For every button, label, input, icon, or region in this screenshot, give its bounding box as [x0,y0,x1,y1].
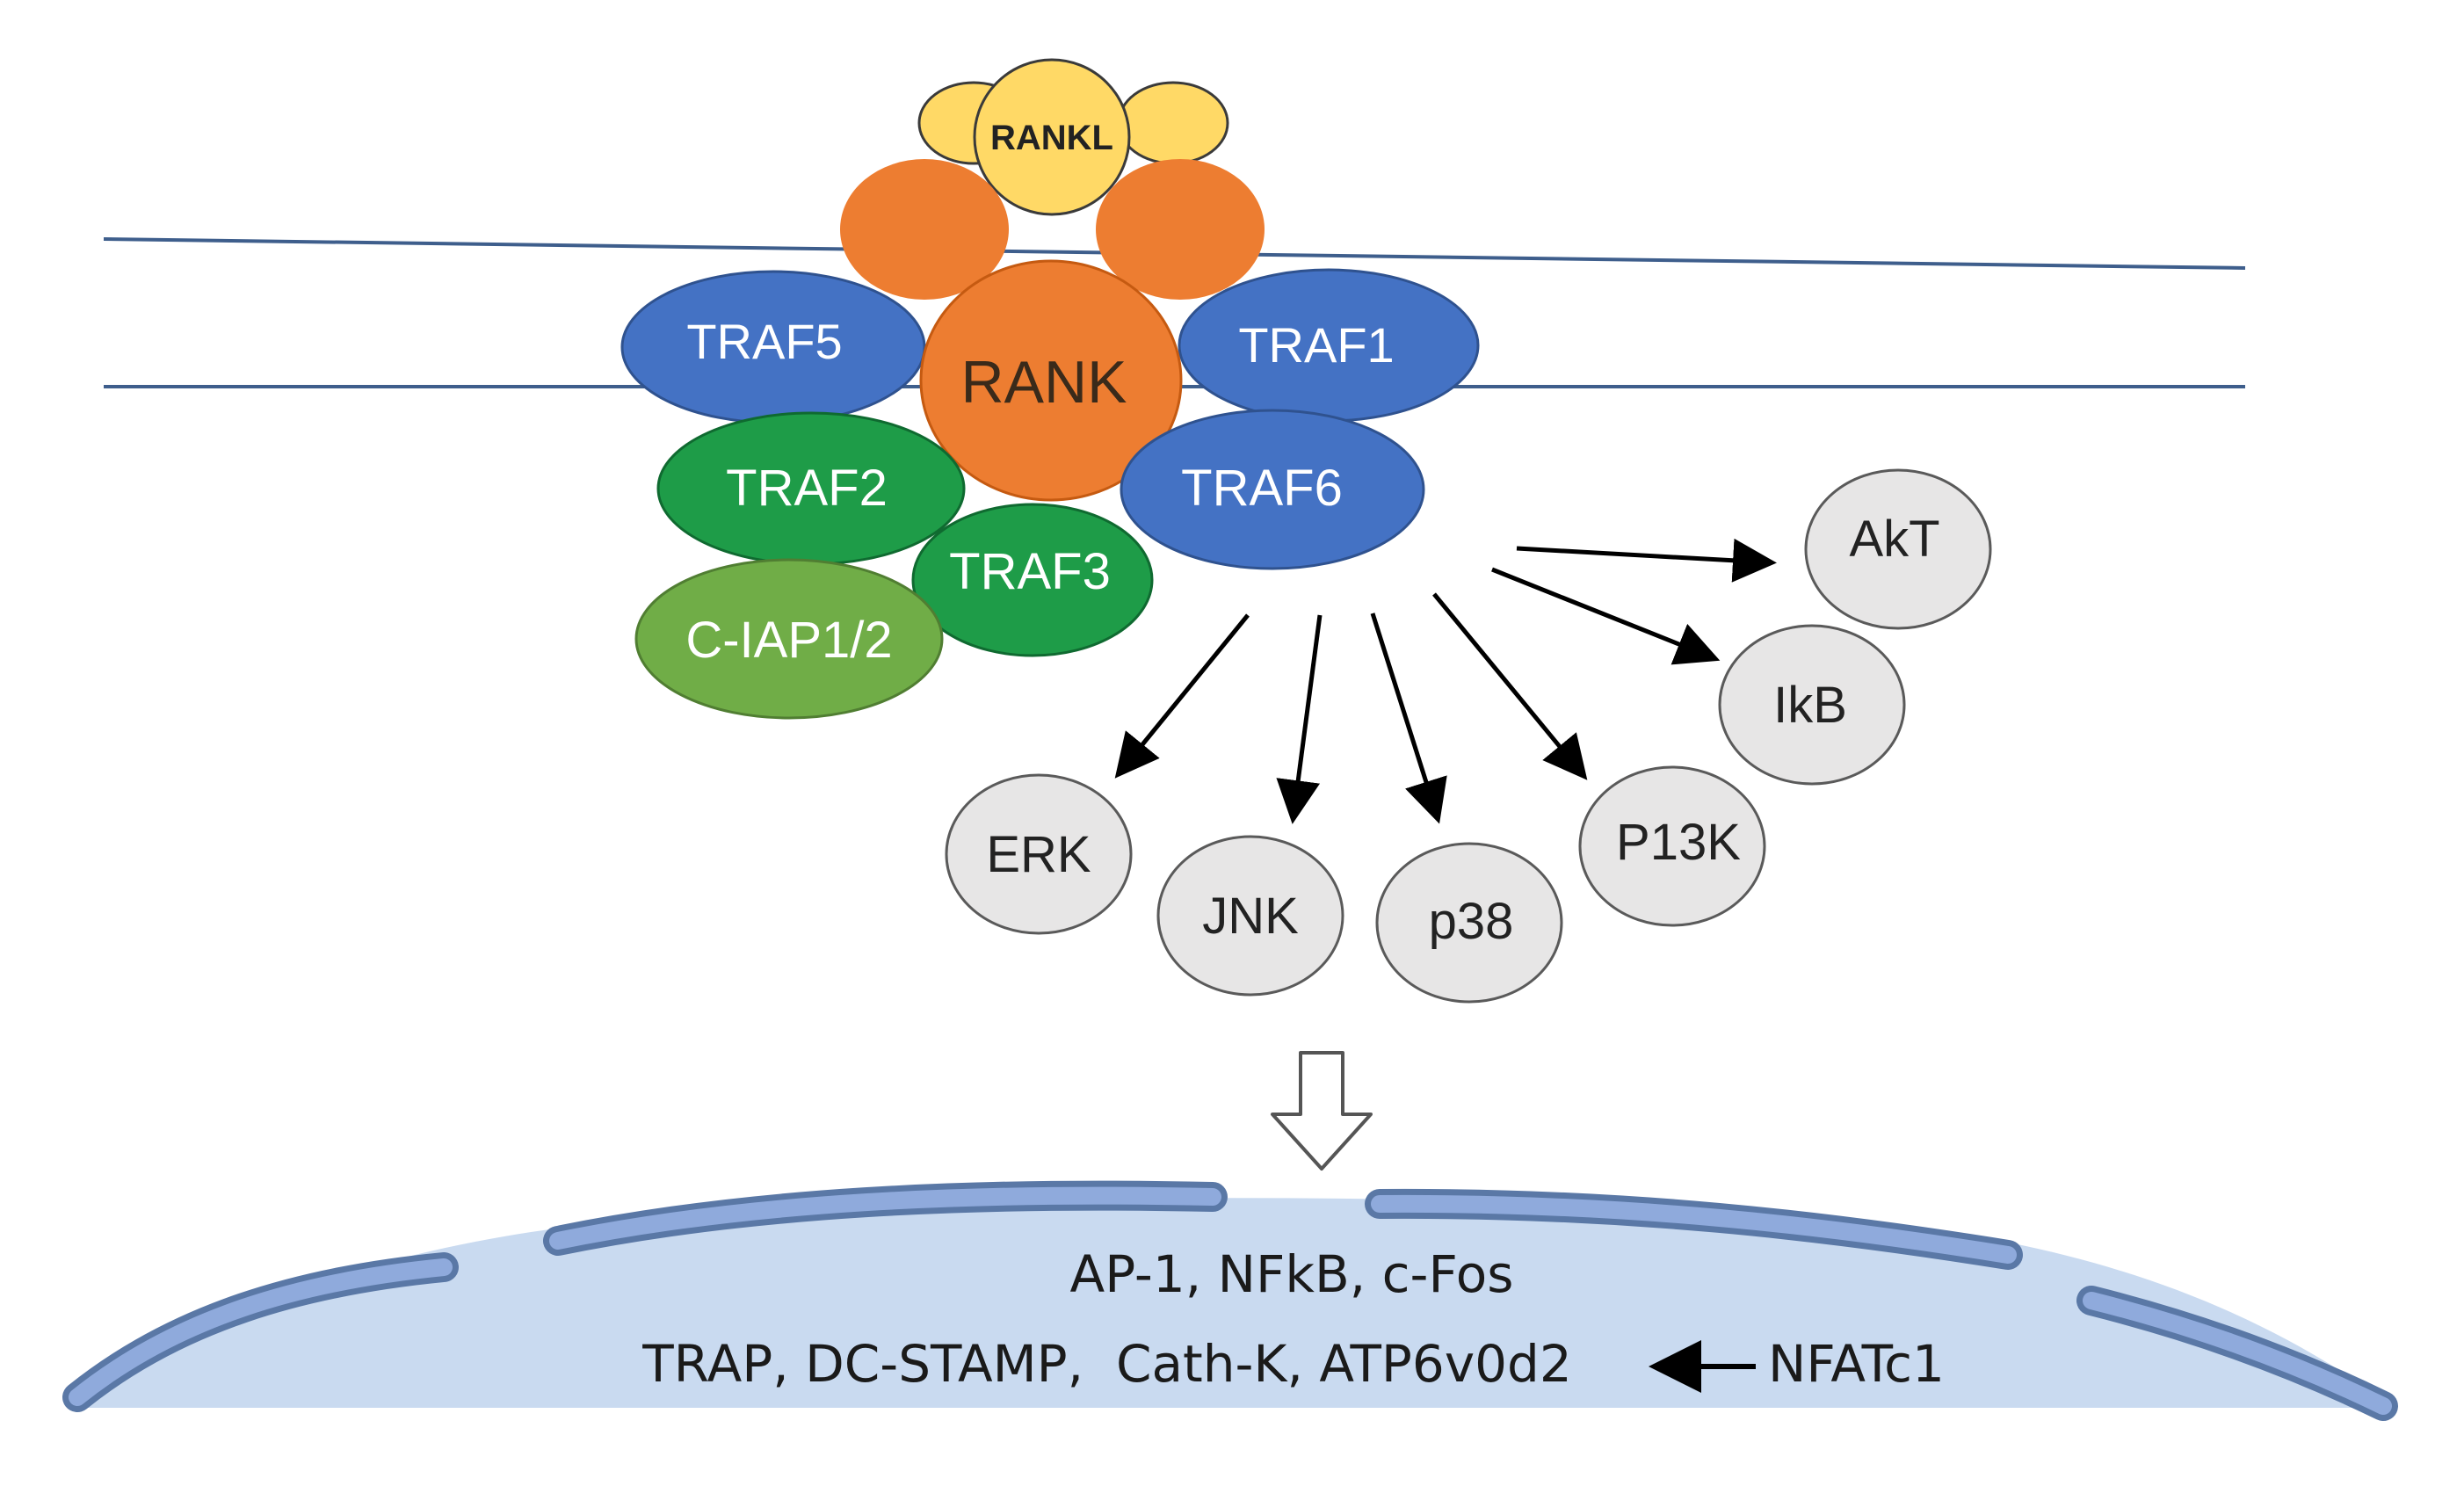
nuclear-envelope-mid-right-inner [1371,1194,2017,1264]
target-genes-text: TRAP, DC-STAMP, Cath-K, ATP6v0d2 [641,1334,1572,1394]
nucleus-body [75,1198,2395,1408]
akt-node [1804,468,1992,630]
ikb-node [1718,624,1906,786]
traf6-label: TRAF6 [1181,460,1343,517]
jnk-node [1156,835,1344,997]
arrow-to-ikb [1491,567,1721,665]
nfatc1-text: NFATc1 [1768,1334,1945,1394]
nuclear-envelope-mid-left-inner [549,1186,1221,1250]
p38-label: p38 [1429,893,1514,950]
arrow-to-akt [1516,538,1777,583]
traf6-node [1120,409,1425,570]
p13k-node [1578,765,1766,927]
rank-left-lobe [840,159,1009,300]
ciap-node [634,558,944,720]
traf1-label: TRAF1 [1238,317,1394,373]
jnk-label: JNK [1202,888,1299,945]
erk-node [945,773,1133,935]
nuclear-envelope-right-inner [2083,1292,2392,1415]
rank-node [919,259,1183,502]
ciap-label: C-IAP1/2 [685,612,892,669]
p38-node [1375,842,1563,1004]
rank-label: RANK [961,349,1127,416]
arrow-to-p38 [1370,613,1447,824]
traf5-label: TRAF5 [686,314,842,369]
arrow-to-erk [1114,613,1250,779]
nuclear-envelope-left-inner [69,1258,453,1406]
hollow-down-arrow [1271,1051,1373,1171]
traf3-node [911,503,1154,657]
arrow-to-p13k [1432,592,1588,780]
arrow-to-jnk [1276,614,1323,824]
rank-right-lobe [1096,159,1265,300]
akt-label: AkT [1849,511,1939,568]
rankl-center [973,58,1131,216]
p13k-label: P13K [1616,814,1741,871]
rankl-right-lobe [1117,81,1229,165]
traf2-label: TRAF2 [726,460,888,517]
ikb-label: IkB [1773,677,1847,734]
transcription-factors-text: AP-1, NFkB, c-Fos [1070,1244,1514,1304]
erk-label: ERK [986,826,1091,883]
traf3-label: TRAF3 [949,543,1111,600]
rankl-label: RANKL [990,119,1113,157]
